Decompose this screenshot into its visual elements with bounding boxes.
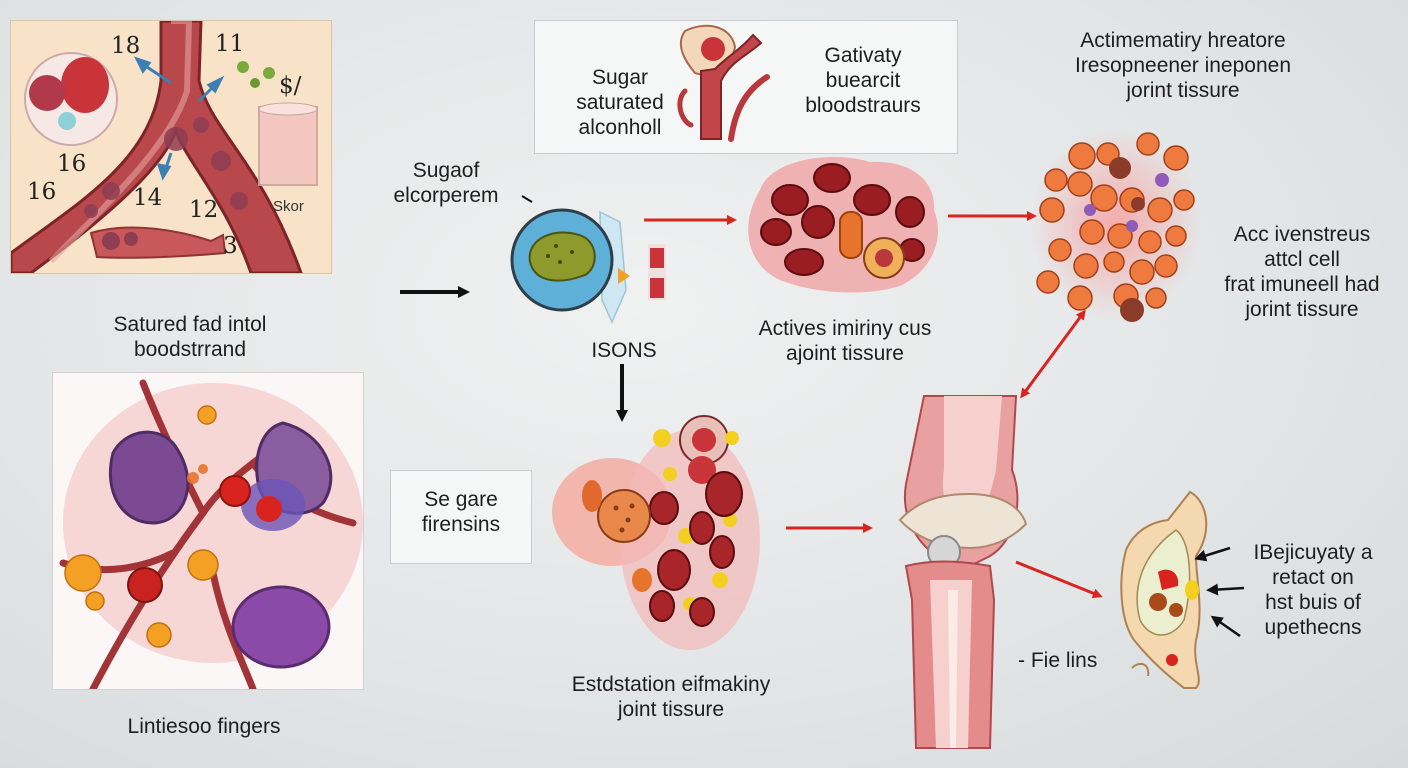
label-actives: Actives imiriny cus ajoint tissure: [758, 317, 932, 365]
knee-joint: [898, 395, 1028, 749]
vessel-number: 14: [133, 185, 162, 211]
label-fie-lins: - Fie lins: [1018, 649, 1098, 672]
label-sugar-box-right: Gativaty buearcit bloodstraurs: [805, 44, 921, 117]
label-actimematiry: Actimematiry hreatore Iresopneener inepo…: [1074, 29, 1291, 102]
arrow-knee-to-mouth: [1015, 560, 1103, 599]
vessel-illustration: 18 11 $/ 16 16 14 12 3 Skor: [11, 21, 318, 273]
vessel-number: 3: [223, 233, 238, 259]
immune-cell-cluster: [1030, 128, 1202, 322]
dash-mark: [521, 195, 533, 203]
label-acc: Acc ivenstreus attcl cell frat imuneell …: [1224, 223, 1380, 321]
vessel-number: 12: [189, 197, 218, 223]
arrow-immune-knee: [1020, 309, 1086, 399]
label-ibejicuyaty: IBejicuyaty a retact on hst buis of upet…: [1253, 541, 1373, 639]
vessel-number: 18: [111, 33, 140, 59]
vessel-tag: Skor: [273, 198, 304, 215]
cells-panel: [52, 372, 364, 690]
vessel-number: $/: [279, 73, 302, 99]
vessel-branch-icon: [677, 24, 770, 142]
cell-cluster-bottom: [552, 415, 760, 650]
vessel-number: 16: [27, 179, 56, 205]
mouth-illustration: [1120, 490, 1208, 689]
label-saturated-fat: Satured fad intol boodstrrand: [113, 313, 267, 361]
sugar-info-box: Sugar saturated alconholl Gativaty buear…: [534, 20, 958, 154]
cell-bubble: [510, 208, 666, 324]
cell-cluster-top: [748, 157, 939, 293]
vessel-panel: 18 11 $/ 16 16 14 12 3 Skor: [10, 20, 332, 274]
label-estdstation: Estdstation eifmakiny joint tissure: [571, 673, 771, 721]
se-gare-box: Se gare firensins: [390, 470, 532, 564]
label-se-gare: Se gare firensins: [421, 488, 501, 536]
cells-illustration: [59, 379, 363, 689]
mouth-pointer-arrows: [1194, 546, 1245, 638]
label-sugar-box-left: Sugar saturated alconholl: [576, 66, 664, 139]
label-fingers: Lintiesoo fingers: [127, 715, 281, 738]
label-sugar-of: Sugaof elcorperem: [393, 159, 499, 207]
vessel-number: 16: [57, 151, 86, 177]
vessel-number: 11: [215, 31, 244, 57]
label-isons: ISONS: [591, 339, 657, 362]
